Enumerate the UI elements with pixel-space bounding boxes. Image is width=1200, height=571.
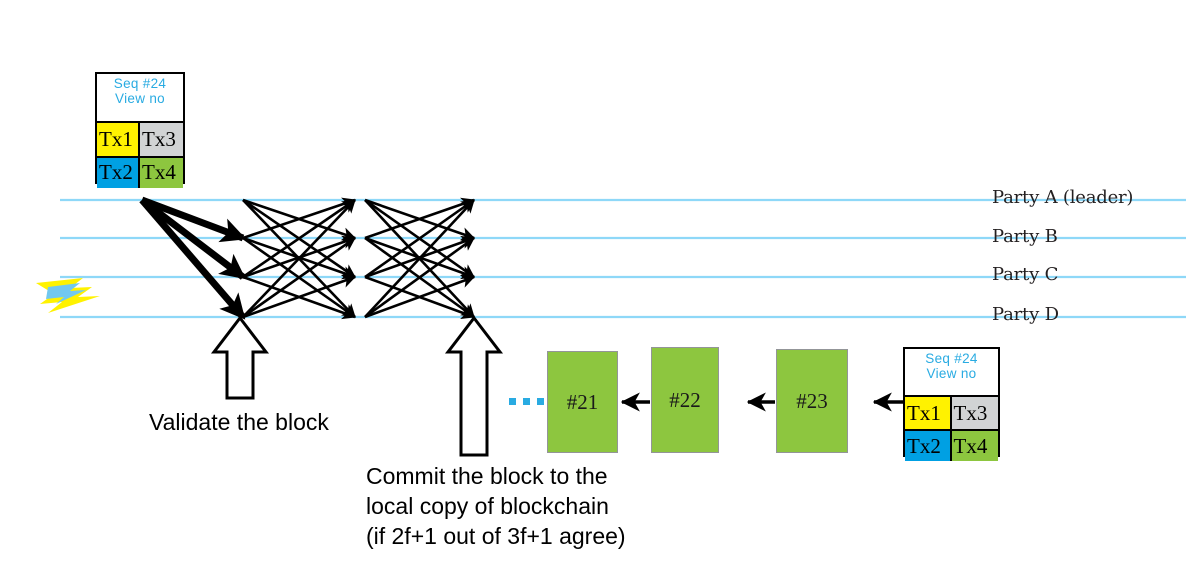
commit-c-a — [364, 198, 475, 279]
ellipsis-dot — [509, 398, 516, 405]
pre-prepare-a-to-c — [139, 197, 246, 280]
proposal-right-header: Seq #24 View no — [925, 351, 978, 382]
party-label-a: Party A (leader) — [992, 187, 1134, 208]
prepare-d-c — [242, 274, 357, 319]
proposal-right-tx-grid: Tx1 Tx3 Tx2 Tx4 — [905, 395, 998, 461]
lightning-bolt-icon — [36, 278, 100, 313]
proposal-top-tx-grid: Tx1 Tx3 Tx2 Tx4 — [97, 121, 183, 188]
proposal-right-tx3: Tx3 — [951, 397, 998, 429]
ellipsis-dot — [537, 398, 544, 405]
proposal-top-tx4: Tx4 — [140, 155, 183, 188]
proposal-right-tx2: Tx2 — [905, 429, 952, 461]
proposal-top-tx1: Tx1 — [97, 123, 140, 156]
proposal-top-tx3: Tx3 — [140, 123, 183, 156]
prepare-b-a — [242, 197, 357, 240]
commit-b-a — [364, 197, 476, 240]
prepare-mesh — [242, 197, 357, 320]
ellipsis-dot — [523, 398, 530, 405]
proposal-block-top: Seq #24 View no Tx1 Tx3 Tx2 Tx4 — [95, 72, 185, 188]
proposal-right-tx1: Tx1 — [905, 397, 952, 429]
proposal-top-header: Seq #24 View no — [113, 76, 167, 107]
chain-block-22: #22 — [651, 347, 719, 453]
proposal-block-right: Seq #24 View no Tx1 Tx3 Tx2 Tx4 — [903, 347, 1000, 461]
chain-block-23: #23 — [776, 349, 848, 453]
proposal-right-tx4: Tx4 — [951, 429, 998, 461]
commit-d-a — [364, 199, 475, 318]
party-label-c: Party C — [992, 264, 1059, 285]
pre-prepare-a-to-d — [139, 197, 246, 320]
party-label-d: Party D — [992, 304, 1059, 325]
party-timelines — [60, 198, 1186, 319]
proposal-top-tx2: Tx2 — [97, 155, 140, 188]
chain-ellipsis — [509, 398, 544, 405]
chain-block-21: #21 — [547, 351, 618, 453]
pre-prepare-broadcast — [139, 196, 247, 320]
party-label-b: Party B — [992, 226, 1058, 247]
hollow-up-arrow-icon-commit — [444, 315, 504, 457]
commit-d-b — [364, 236, 475, 319]
prepare-c-a — [242, 198, 356, 279]
caption-validate-block: Validate the block — [149, 409, 329, 435]
prepare-d-b — [242, 236, 356, 319]
commit-d-c — [364, 274, 476, 319]
pre-prepare-a-to-b — [140, 196, 247, 243]
caption-commit-block: Commit the block to the local copy of bl… — [366, 463, 626, 549]
prepare-d-a — [242, 199, 356, 318]
hollow-up-arrow-icon-validate — [210, 315, 270, 400]
commit-mesh — [364, 197, 476, 320]
